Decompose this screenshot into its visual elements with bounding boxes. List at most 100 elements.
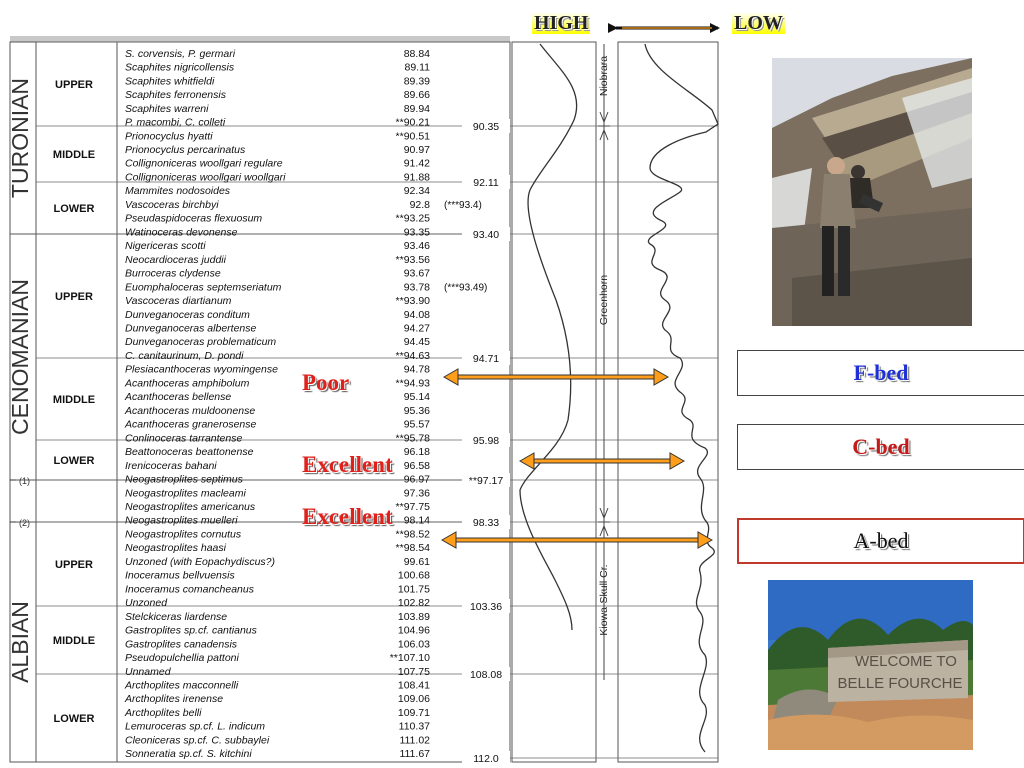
zone-taxon: Plesiacanthoceras wyomingense: [125, 364, 278, 376]
zone-taxon: Dunveganoceras problematicum: [125, 336, 276, 348]
boundary-label-bg: [462, 751, 510, 765]
sign-line-1: WELCOME TO: [855, 653, 957, 670]
boundary-age: **97.17: [469, 475, 504, 487]
zone-taxon: Arcthoplites irenense: [124, 693, 223, 705]
zone-taxon: Collignoniceras woollgari woollgari: [125, 171, 286, 183]
zone-taxon: Watinoceras devonense: [125, 226, 238, 238]
zone-age: 93.67: [404, 268, 430, 280]
zone-taxon: Acanthoceras granerosense: [124, 419, 256, 431]
arrow-head-right: [653, 368, 670, 386]
c-bed-label: C-bed: [852, 434, 910, 459]
zone-taxon: Prionocyclus percarinatus: [125, 144, 246, 156]
belle-fourche-photo: WELCOME TO BELLE FOURCHE: [768, 580, 973, 750]
boundary-age: 108.08: [470, 669, 502, 681]
zone-age: 106.03: [398, 638, 430, 650]
zone-taxon: Conlinoceras tarrantense: [125, 432, 242, 444]
a-bed-label: A-bed: [853, 528, 909, 553]
zone-age: **98.54: [396, 542, 431, 554]
quality-label-excellent-c: Excellent: [302, 452, 393, 477]
zone-age: **93.56: [396, 254, 431, 266]
boundary-label-bg: [462, 119, 510, 133]
zone-taxon: Acanthoceras muldoonense: [124, 405, 255, 417]
zone-taxon: Scaphites ferronensis: [125, 89, 227, 101]
zone-age: 88.84: [404, 48, 430, 60]
zone-age: **90.51: [396, 130, 431, 142]
boundary-age: 112.0: [473, 753, 499, 765]
zone-taxon: Pseudaspidoceras flexuosum: [125, 213, 262, 225]
zone-taxon: Neogastroplites muelleri: [125, 515, 238, 527]
curve-left: [519, 43, 578, 631]
correlation-arrow: [518, 452, 686, 470]
zone-age: **94.93: [396, 377, 431, 389]
formation-arrow-head: [599, 128, 609, 141]
zone-taxon: Dunveganoceras conditum: [125, 309, 250, 321]
zone-age: 89.39: [404, 75, 430, 87]
zone-age: 103.89: [398, 611, 430, 623]
zone-age: 111.02: [399, 734, 430, 746]
side-mark-label: (2): [19, 518, 30, 528]
zone-taxon: Unnamed: [125, 666, 172, 678]
boundary-age: 92.11: [473, 177, 499, 189]
zone-taxon: Vascoceras birchbyi: [125, 199, 219, 211]
sea-level-curves: [519, 43, 719, 753]
curve-right: [644, 43, 719, 753]
boundary-age: 93.40: [473, 229, 499, 241]
boundary-ages: 90.3592.1193.4094.7195.98**97.1798.33103…: [462, 119, 718, 765]
stage-name: TURONIAN: [7, 78, 33, 198]
zone-age: **94.63: [396, 350, 431, 362]
arrow-head-left: [442, 368, 459, 386]
formation-arrow-head: [599, 111, 609, 124]
zone-taxon: Cleoniceras sp.cf. C. subbaylei: [125, 734, 270, 746]
zone-taxon: C. canitaurinum, D. pondi: [125, 350, 244, 362]
zone-age: 92.8: [410, 199, 431, 211]
substage-name: UPPER: [55, 559, 93, 571]
curve2-frame: [617, 41, 719, 763]
zone-taxon: Neogastroplites haasi: [125, 542, 227, 554]
formation-name: Greenhorn: [598, 275, 610, 325]
zone-age: 91.42: [404, 158, 430, 170]
zone-taxon: Vascoceras diartianum: [125, 295, 232, 307]
correlation-arrows: [440, 23, 720, 549]
zone-age: **95.78: [396, 432, 431, 444]
substage-name: MIDDLE: [53, 635, 95, 647]
arrow-head-right: [697, 531, 714, 549]
zone-age: 92.34: [404, 185, 430, 197]
zone-taxon: Scaphites nigricollensis: [125, 62, 235, 74]
zone-age: 93.46: [404, 240, 430, 252]
zone-age: 95.14: [404, 391, 430, 403]
zone-age: 111.67: [399, 748, 430, 760]
boundary-age: 98.33: [473, 517, 499, 529]
boundary-label-bg: [462, 473, 510, 487]
f-bed-box: F-bed: [737, 350, 1024, 396]
zone-age: 99.61: [404, 556, 430, 568]
zone-age: 90.97: [404, 144, 430, 156]
correlation-arrow: [440, 531, 714, 549]
zone-age: 98.14: [404, 515, 430, 527]
zone-taxon: Neogastroplites septimus: [125, 474, 244, 486]
f-bed-label: F-bed: [853, 360, 909, 385]
zone-taxon: Mammites nodosoides: [125, 185, 231, 197]
zone-age: 96.58: [404, 460, 430, 472]
zone-age: 110.37: [399, 721, 430, 733]
sign-line-2: BELLE FOURCHE: [837, 675, 962, 692]
substage-name: LOWER: [54, 455, 95, 467]
zone-age: 109.06: [398, 693, 430, 705]
zone-taxon: Gastroplites canadensis: [125, 638, 238, 650]
zone-age: **97.75: [396, 501, 431, 513]
zone-age: 94.78: [404, 364, 430, 376]
zone-age: 89.11: [405, 62, 431, 74]
zone-taxon: S. corvensis, P. germari: [125, 48, 236, 60]
zone-taxon: Collignoniceras woollgari regulare: [125, 158, 283, 170]
boundary-age: 95.98: [473, 435, 499, 447]
stage-name: CENOMANIAN: [7, 279, 33, 435]
arrow-head-left: [440, 531, 457, 549]
boundary-age: 94.71: [473, 353, 499, 365]
substage-name: UPPER: [55, 79, 93, 91]
zone-taxon: Arcthoplites belli: [124, 707, 202, 719]
arrow-head-left: [518, 452, 535, 470]
zone-taxon: Neogastroplites macleami: [125, 487, 246, 499]
boundary-label-bg: [462, 599, 510, 613]
